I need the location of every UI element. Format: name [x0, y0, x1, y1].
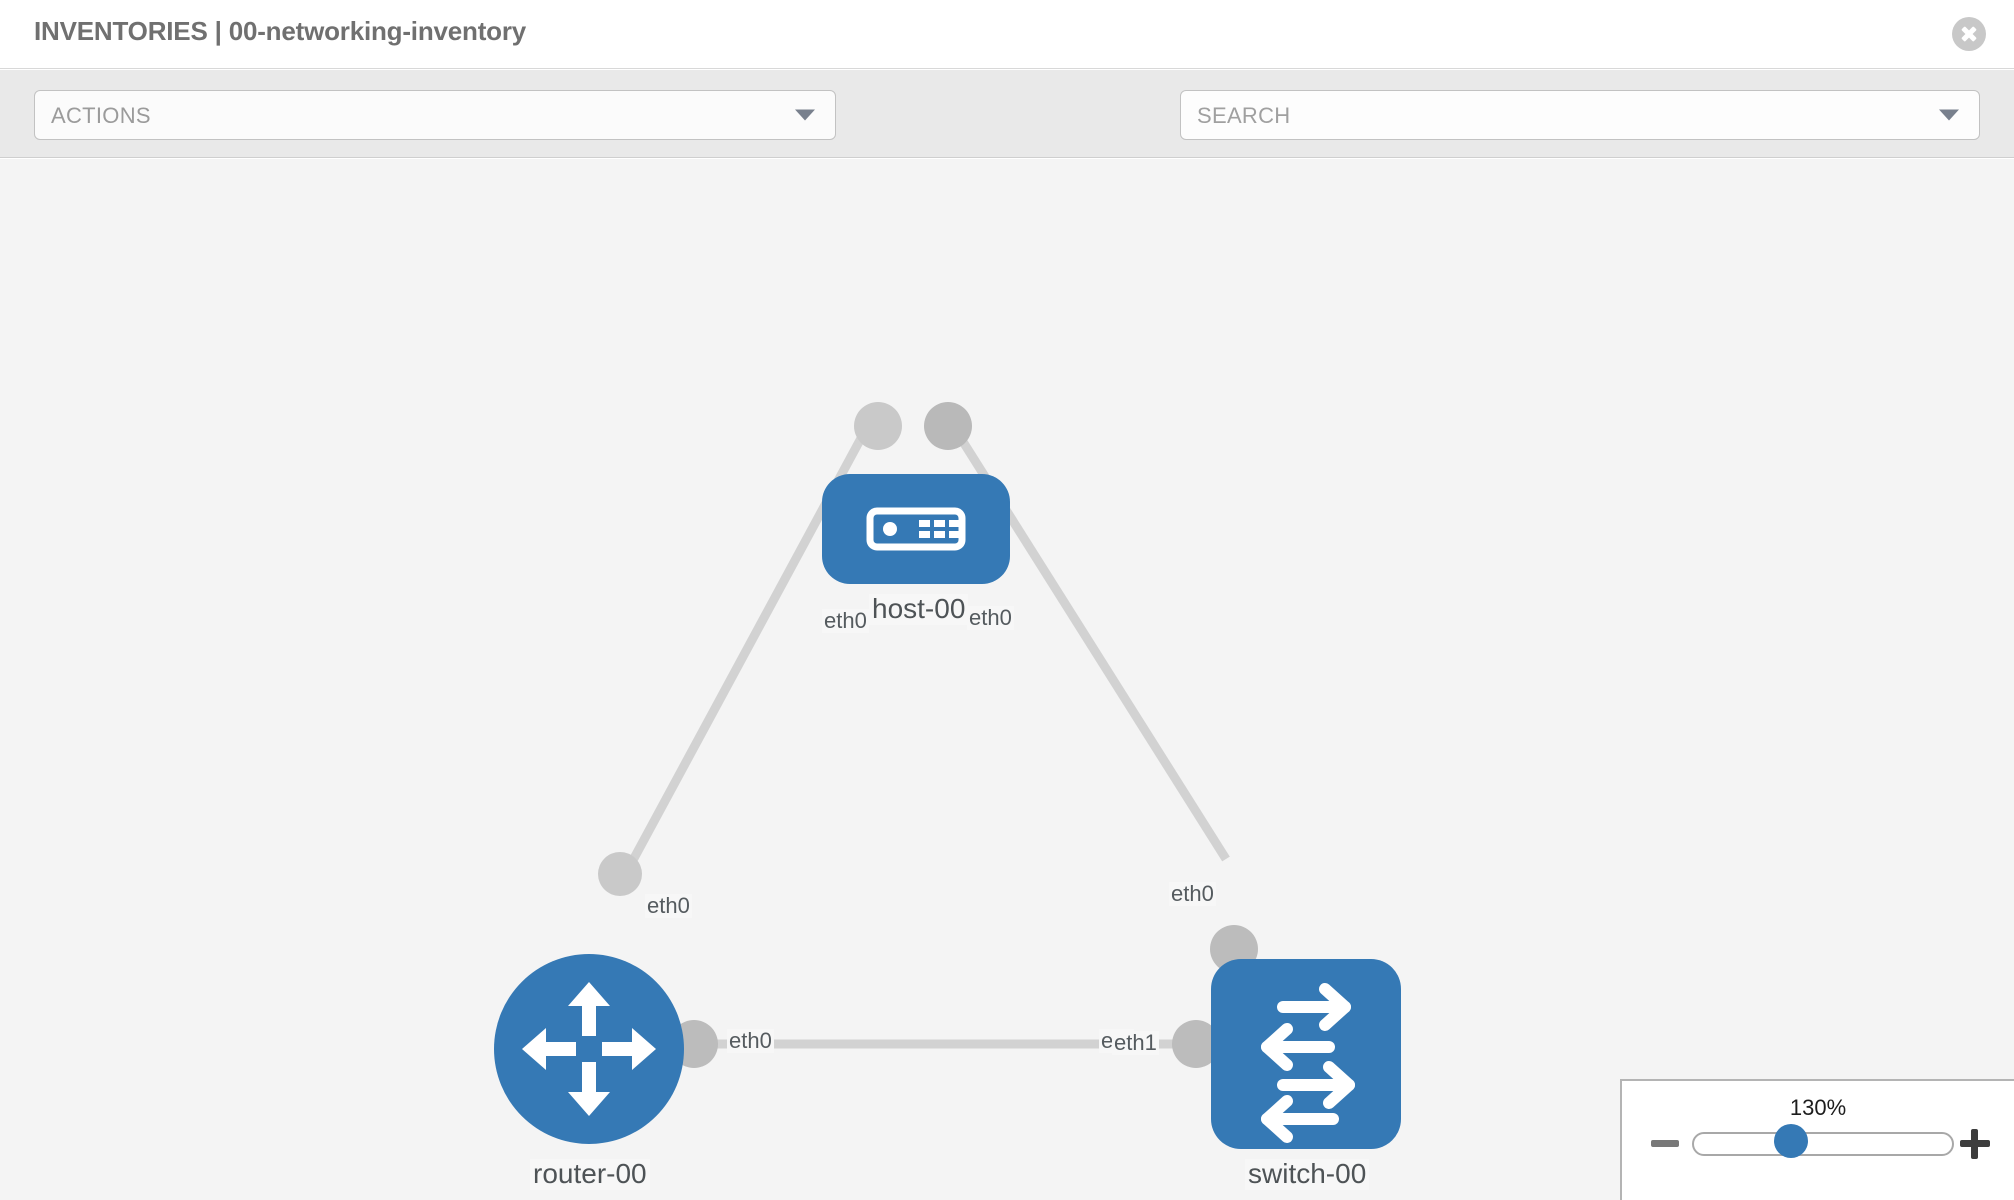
node-host-00[interactable]: [822, 474, 1010, 584]
server-icon: [866, 507, 966, 551]
close-icon[interactable]: [1952, 17, 1986, 51]
zoom-level-value: 130%: [1789, 1095, 1847, 1120]
port-host-left: [854, 402, 902, 450]
actions-dropdown[interactable]: ACTIONS: [34, 90, 836, 140]
page-title: INVENTORIES | 00-networking-inventory: [34, 16, 527, 46]
zoom-slider-thumb[interactable]: [1774, 1124, 1808, 1158]
zoom-in-button[interactable]: [1958, 1127, 1992, 1161]
node-label-switch-00: switch-00: [1245, 1158, 1370, 1190]
chevron-down-icon[interactable]: [1939, 109, 1959, 121]
node-label-host-00: host-00: [869, 593, 969, 625]
search-placeholder: SEARCH: [1197, 103, 1291, 128]
topology-edges: [598, 402, 1258, 1068]
node-label-router-00: router-00: [530, 1158, 650, 1190]
port-label-host-right: eth0: [967, 605, 1014, 631]
search-input[interactable]: SEARCH: [1180, 90, 1980, 140]
port-host-right: [924, 402, 972, 450]
port-label-switch-left: eth1: [1112, 1030, 1159, 1056]
router-arrows-icon: [522, 982, 656, 1116]
switch-node-shape: [1211, 959, 1401, 1149]
port-label-router-up: eth0: [645, 893, 692, 919]
toolbar: ACTIONS SEARCH: [0, 70, 2014, 197]
topology-canvas[interactable]: eth0 host-00 eth0 eth0 eth0 eth0 eth eth…: [0, 159, 2014, 1200]
port-router-up: [598, 852, 642, 896]
node-switch-00[interactable]: [1211, 959, 1401, 1149]
port-label-router-right: eth0: [727, 1028, 774, 1054]
router-node-shape: [494, 954, 684, 1144]
page-header: INVENTORIES | 00-networking-inventory: [0, 0, 2014, 69]
server-led-icon: [883, 522, 897, 536]
actions-dropdown-label: ACTIONS: [51, 103, 151, 128]
chevron-down-icon: [795, 109, 815, 121]
port-label-host-left: eth0: [822, 608, 869, 634]
port-label-switch-up: eth0: [1169, 881, 1216, 907]
zoom-control-panel: 130%: [1620, 1079, 2014, 1200]
port-switch-left: [1172, 1020, 1220, 1068]
server-vents-icon: [919, 520, 960, 538]
host-node-shape: [822, 474, 1010, 584]
switch-arrows-icon: [1261, 983, 1355, 1143]
zoom-out-button[interactable]: [1648, 1127, 1682, 1161]
node-router-00[interactable]: [494, 954, 684, 1144]
zoom-slider-track[interactable]: [1692, 1132, 1954, 1156]
